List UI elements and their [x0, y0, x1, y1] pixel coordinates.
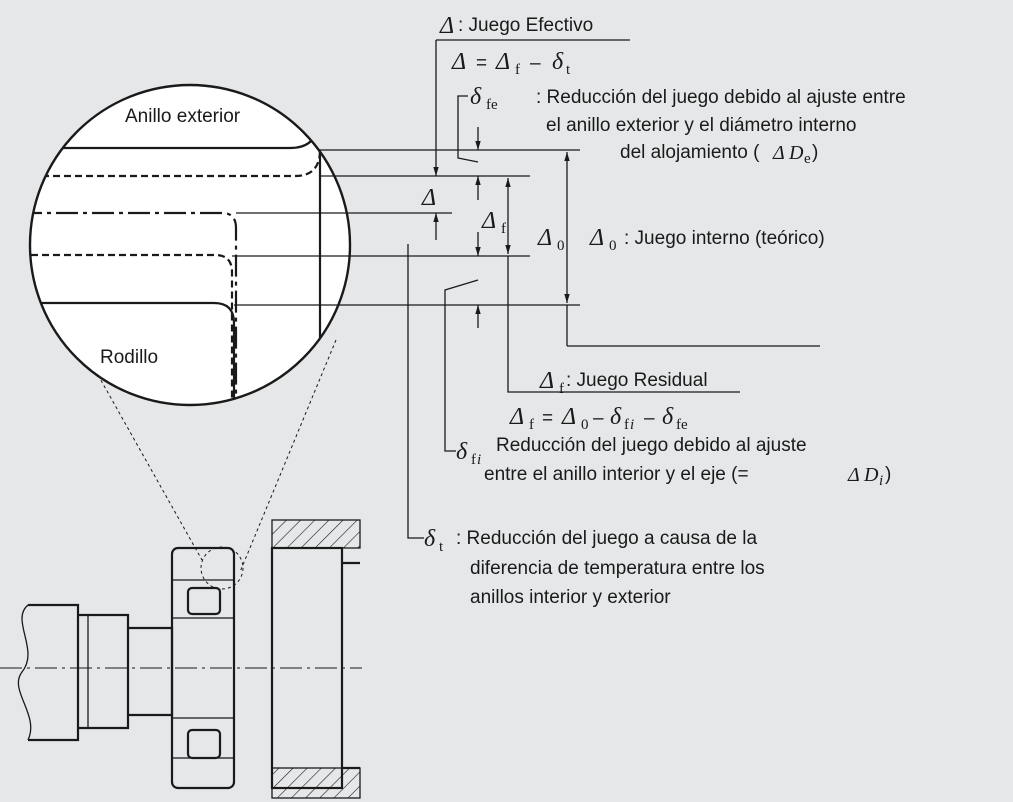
eq-effective-lhs: Δ: [451, 49, 466, 75]
leader-fe: [457, 95, 479, 163]
reference-lines: [232, 149, 820, 347]
magnified-lens: Anillo exterior Rodillo: [28, 83, 352, 407]
eq-residual-sub-fe: fe: [676, 417, 688, 433]
deltaf-sub: f: [501, 221, 506, 237]
fe-D-symbol: D: [788, 142, 804, 164]
deltaf-symbol: Δ: [481, 208, 496, 234]
fe-D-sub: e: [804, 151, 811, 167]
eq-residual-lhs: Δ: [509, 404, 524, 430]
delta0-symbol-arrow: Δ: [537, 225, 552, 251]
fe-line2: el anillo exterior y el diámetro interno: [546, 115, 857, 136]
fe-line1: : Reducción del juego debido al ajuste e…: [536, 87, 906, 108]
fi-line2: entre el anillo interior y el eje (=: [484, 464, 749, 485]
delta-fi-sub-f: f: [471, 452, 476, 468]
roller-profile: [30, 301, 236, 405]
t-line3: anillos interior y exterior: [470, 587, 671, 608]
lens-background: [30, 85, 350, 405]
fi-D-symbol: D: [863, 464, 879, 486]
leader-fi: [444, 279, 479, 452]
eq-residual-minus2: –: [644, 408, 655, 429]
roller-label: Rodillo: [100, 347, 158, 368]
leader-residual: [507, 256, 740, 393]
delta-t-symbol: δ: [424, 526, 436, 552]
fe-close-paren: ): [812, 142, 818, 163]
eq-effective-equals: =: [476, 53, 487, 74]
delta-fi-label: δ f i Reducción del juego debido al ajus…: [456, 435, 891, 489]
housing-hatch-bottom: [271, 767, 361, 799]
delta-symbol-effective: Δ: [439, 13, 454, 39]
t-line1: : Reducción del juego a causa de la: [456, 528, 757, 549]
outer-ring-label: Anillo exterior: [125, 106, 241, 127]
eq-residual-sub-f1: f: [624, 417, 629, 433]
eq-residual-delta0: Δ: [561, 404, 576, 430]
residual-delta-symbol: Δ: [539, 368, 554, 394]
delta-t-sub: t: [439, 539, 444, 555]
eq-effective-minus: –: [530, 53, 541, 74]
inner-ring-fitted-profile: [30, 253, 234, 400]
effective-clearance-profile: [30, 211, 238, 400]
delta-t-label: δ t : Reducción del juego a causa de la …: [424, 526, 765, 608]
delta-fe-sub: fe: [486, 97, 498, 113]
residual-title: : Juego Residual: [566, 370, 708, 391]
effective-title: : Juego Efectivo: [458, 15, 593, 36]
fi-line1: Reducción del juego debido al ajuste: [496, 435, 807, 456]
residual-sub-f: f: [559, 381, 564, 397]
delta0-sub-label: 0: [609, 238, 617, 254]
eq-residual-delta-fi: δ: [610, 404, 622, 430]
delta-effective-symbol: Δ: [421, 185, 436, 211]
eq-residual-equals: =: [542, 408, 553, 429]
lens-border: [28, 83, 352, 407]
shaft-step: [128, 626, 174, 717]
delta-fi-sub-i: i: [477, 452, 481, 468]
detail-marker-circle: [200, 546, 244, 590]
bearing-assembly: [0, 339, 362, 799]
eq-residual-lhs-sub: f: [529, 417, 534, 433]
shaft-break-line: [17, 604, 32, 741]
eq-effective-deltaf: Δ: [495, 49, 510, 75]
shaft-body: [28, 603, 80, 742]
eq-residual-sub-0: 0: [581, 417, 589, 433]
outer-ring-fitted-profile: [30, 149, 322, 178]
eq-effective-sub-f: f: [515, 62, 520, 78]
bearing-ring-outline: [170, 546, 236, 790]
zoom-leader-left: [97, 374, 203, 561]
dimension-arrows: [433, 40, 570, 328]
leader-t: [407, 244, 424, 539]
delta-fe-symbol: δ: [470, 84, 482, 110]
delta0-symbol-label: Δ: [589, 225, 604, 251]
fi-D-sub: i: [879, 473, 883, 489]
fi-deltaD-symbol: Δ: [847, 464, 860, 486]
eq-residual-minus1: –: [593, 408, 604, 429]
delta-fi-symbol: δ: [456, 439, 468, 465]
effective-clearance-label: Δ : Juego Efectivo Δ = Δ f – δ t: [439, 13, 593, 78]
internal-clearance-text: : Juego interno (teórico): [624, 228, 825, 249]
leader-lines: [407, 39, 740, 539]
residual-clearance-label: Δ f : Juego Residual Δ f = Δ 0 – δ f i –…: [509, 368, 708, 433]
fe-line3: del alojamiento (: [620, 142, 760, 163]
eq-effective-delta-t: δ: [552, 49, 564, 75]
fe-deltaD-symbol: Δ: [772, 142, 785, 164]
housing-hatch-top: [271, 519, 361, 549]
t-line2: diferencia de temperatura entre los: [470, 558, 765, 579]
delta0-sub-arrow: 0: [557, 238, 565, 254]
delta-fe-label: δ fe : Reducción del juego debido al aju…: [470, 84, 906, 167]
internal-clearance-label: Δ 0 : Juego interno (teórico): [589, 225, 825, 254]
roller-top: [186, 586, 222, 616]
roller-bottom: [186, 728, 222, 760]
shaft-shoulder: [78, 613, 130, 730]
fi-close-paren: ): [885, 464, 891, 485]
eq-residual-delta-fe: δ: [662, 404, 674, 430]
eq-effective-sub-t: t: [566, 62, 571, 78]
eq-residual-sub-i: i: [630, 417, 634, 433]
